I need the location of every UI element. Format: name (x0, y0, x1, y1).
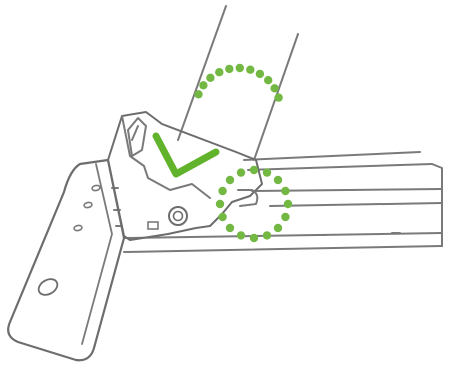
circle-dot (250, 234, 258, 242)
circle-dot (263, 231, 271, 239)
arc-dot (225, 65, 233, 73)
flange-outline (8, 160, 124, 360)
rail-middle-line (252, 189, 442, 191)
arc-dot (236, 64, 244, 72)
circle-dot (226, 176, 234, 184)
circle-dot (218, 187, 226, 195)
arc-dot (270, 84, 278, 92)
arc-dot (274, 93, 282, 101)
arc-dot (246, 66, 254, 74)
arc-dot (194, 90, 202, 98)
arc-dot (199, 81, 207, 89)
arc-dot (256, 70, 264, 78)
arc-dot (264, 76, 272, 84)
flange-mount-hole (36, 276, 60, 298)
flange-hole-lower (74, 225, 83, 232)
circle-dot (263, 168, 271, 176)
rail-top-edge (244, 152, 420, 160)
flange-hole-middle (84, 202, 93, 209)
circle-dot (284, 200, 292, 208)
circle-dot (281, 213, 289, 221)
bracket-screw-outer (169, 207, 187, 225)
rail-base-edge (124, 246, 442, 252)
circle-dot (281, 187, 289, 195)
circle-dot (250, 166, 258, 174)
bracket-slot (132, 126, 138, 140)
bracket-small-window (148, 222, 158, 229)
circle-dot (226, 224, 234, 232)
circle-dot (237, 168, 245, 176)
circle-dot (274, 224, 282, 232)
rail-upper-lip (248, 164, 432, 170)
dotted-rotation-arrow (194, 64, 282, 102)
circle-dot (237, 231, 245, 239)
circle-dot (274, 176, 282, 184)
circle-dot (216, 200, 224, 208)
rail-lower-line (270, 203, 442, 206)
arc-dot (206, 74, 214, 82)
front-flange (8, 160, 124, 360)
flange-hole-top (92, 185, 101, 192)
arc-dot (215, 68, 223, 76)
bracket-tab (128, 118, 146, 156)
circle-dot (218, 213, 226, 221)
